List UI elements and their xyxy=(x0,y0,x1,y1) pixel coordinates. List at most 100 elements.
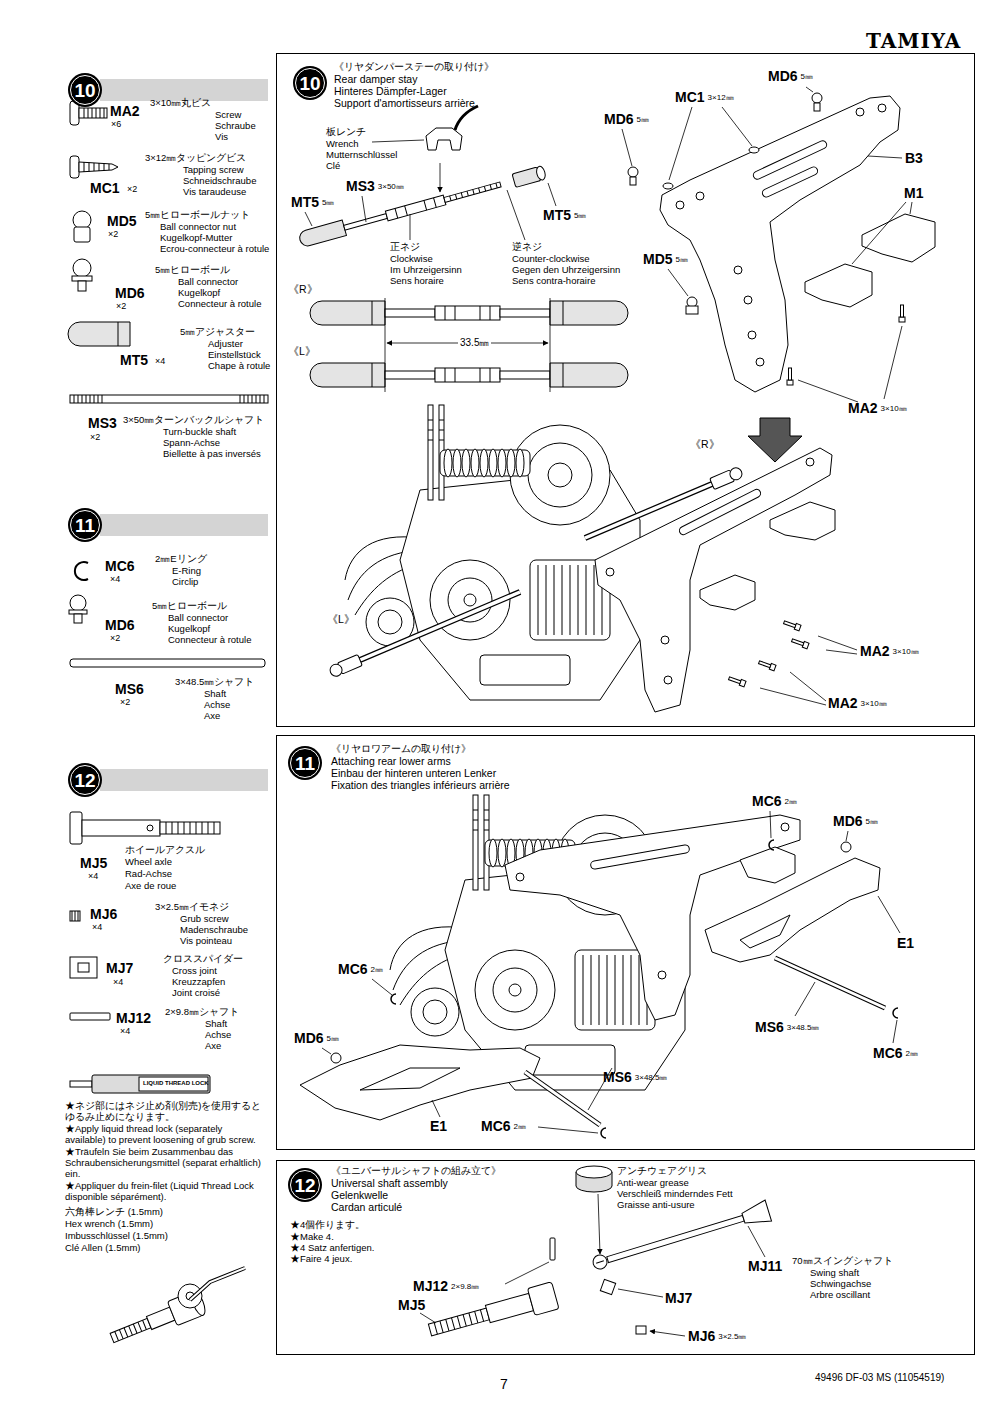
dimension: 33.5㎜ xyxy=(458,337,491,349)
leader-line xyxy=(910,202,912,214)
part-description: Swing shaft xyxy=(810,1268,859,1279)
quantity: ×2 xyxy=(127,184,137,194)
part-code: MA2 xyxy=(828,695,858,711)
rear-damper-stay-illustration xyxy=(395,198,436,218)
part-code: MA2 xyxy=(860,643,890,659)
leader-line xyxy=(362,196,366,222)
rear-lower-arm-illustration xyxy=(781,823,789,831)
page-number: 7 xyxy=(500,1376,508,1392)
part-description: Madenschraube xyxy=(180,925,248,936)
step-title: 《リヤロワアームの取り付け》 xyxy=(331,743,471,755)
leader-line xyxy=(884,326,902,399)
quantity: ×4 xyxy=(155,356,165,366)
step-number: 10 xyxy=(74,81,95,100)
rear-lower-arm-illustration xyxy=(590,844,690,869)
rear-damper-stay-illustration xyxy=(789,368,792,380)
rear-damper-stay-illustration xyxy=(783,619,801,630)
part-description: Cross joint xyxy=(172,966,217,977)
step-panel: 《リヤロワアームの取り付け》Attaching rear lower armsE… xyxy=(276,735,975,1150)
hex-wrench-illustration xyxy=(178,1284,202,1308)
step-number: 12 xyxy=(294,1176,315,1195)
dimension: 5㎜ xyxy=(574,211,586,220)
step-title: Einbau der hinteren unteren Lenker xyxy=(331,767,496,779)
parts-icons xyxy=(160,822,220,834)
rear-lower-arm-illustration xyxy=(360,1068,460,1090)
part-code: E1 xyxy=(897,935,914,951)
leader-line xyxy=(893,1020,897,1043)
rear-damper-stay-illustration xyxy=(696,192,704,200)
rear-damper-stay-illustration xyxy=(628,167,638,177)
part-description: ★4 Satz anfertigen. xyxy=(290,1243,374,1254)
rear-damper-stay-illustration xyxy=(661,636,669,644)
part-description: ホイールアクスル xyxy=(125,845,205,856)
parts-icons xyxy=(70,659,265,667)
part-description: Vis pointeau xyxy=(180,936,232,947)
part-description: Im Uhrzeigersinn xyxy=(390,265,462,276)
part-code: MT5 xyxy=(120,352,148,368)
part-description: Sens contra-horaire xyxy=(512,276,595,287)
universal-shaft-illustration xyxy=(576,1166,612,1178)
leader-line xyxy=(760,688,826,705)
badge-ring xyxy=(291,1171,320,1200)
badge-circle xyxy=(68,73,102,107)
parts-icons xyxy=(79,162,118,172)
catalog-number: 49496 DF-03 MS (11054519) xyxy=(815,1372,944,1384)
rear-damper-stay-illustration xyxy=(856,108,864,116)
parts-icons xyxy=(78,963,89,972)
side-marker: 《R》 xyxy=(690,438,720,450)
rear-damper-stay-illustration xyxy=(328,662,344,678)
part-code: MD6 xyxy=(294,1030,324,1046)
step-title: Universal shaft assembly xyxy=(331,1177,448,1189)
part-description: Gegen den Uhrzeigersinn xyxy=(512,265,620,276)
step-number-badge: 12 xyxy=(68,763,102,797)
part-code: MC6 xyxy=(105,558,135,574)
rear-damper-stay-illustration xyxy=(862,214,935,262)
part-description: Schwingachse xyxy=(810,1279,871,1290)
parts-icons xyxy=(139,1077,208,1091)
parts-icons xyxy=(75,562,88,580)
part-code: MC6 xyxy=(481,1118,511,1134)
step-title: Cardan articulé xyxy=(331,1201,402,1213)
part-description: Axe de roue xyxy=(125,881,176,892)
rear-lower-arm-illustration xyxy=(775,958,885,1008)
parts-icons xyxy=(69,610,87,614)
rear-damper-stay-illustration xyxy=(878,104,886,112)
rear-damper-stay-illustration xyxy=(728,675,746,686)
part-code: MS3 xyxy=(88,415,117,431)
dimension: 3×10㎜ xyxy=(893,647,919,656)
rear-damper-stay-illustration xyxy=(595,448,832,712)
quantity: ×4 xyxy=(92,922,102,932)
rear-damper-stay-illustration xyxy=(298,220,347,248)
part-code: MC1 xyxy=(675,89,705,105)
part-description: Shaft xyxy=(204,689,226,700)
rear-damper-stay-illustration xyxy=(787,380,793,385)
universal-shaft-illustration xyxy=(607,1215,745,1262)
quantity: ×2 xyxy=(110,633,120,643)
dimension: 5㎜ xyxy=(866,817,878,826)
step-title: Support d'amortisseurs arrière xyxy=(334,97,475,109)
parts-icons xyxy=(73,259,91,277)
dimension: 5㎜ xyxy=(637,115,649,124)
leader-line xyxy=(722,107,752,146)
part-description: Connecteur à rotule xyxy=(168,635,251,646)
tool-note: Hex wrench (1.5mm) xyxy=(65,1218,153,1229)
rear-damper-stay-illustration xyxy=(814,103,820,111)
rear-damper-stay-illustration xyxy=(676,201,684,209)
part-code: MS6 xyxy=(603,1069,632,1085)
part-description: Kugelkopf xyxy=(168,624,210,635)
product-label: LIQUID THREAD LOCK xyxy=(143,1080,209,1087)
dimension: 3×50㎜ xyxy=(378,182,404,191)
dimension: 5㎜ xyxy=(676,255,688,264)
dimension: 2㎜ xyxy=(371,965,383,974)
parts-icons xyxy=(70,1081,92,1087)
part-code: MT5 xyxy=(291,194,319,210)
leader-line xyxy=(507,190,525,240)
part-description: Counter-clockwise xyxy=(512,254,590,265)
part-description: Vis xyxy=(215,132,228,143)
parts-icons xyxy=(84,108,104,118)
leader-line xyxy=(440,163,441,192)
parts-icons xyxy=(82,820,160,836)
leader-line xyxy=(372,979,392,995)
step-band xyxy=(100,514,268,536)
rear-damper-stay-illustration xyxy=(710,466,744,490)
